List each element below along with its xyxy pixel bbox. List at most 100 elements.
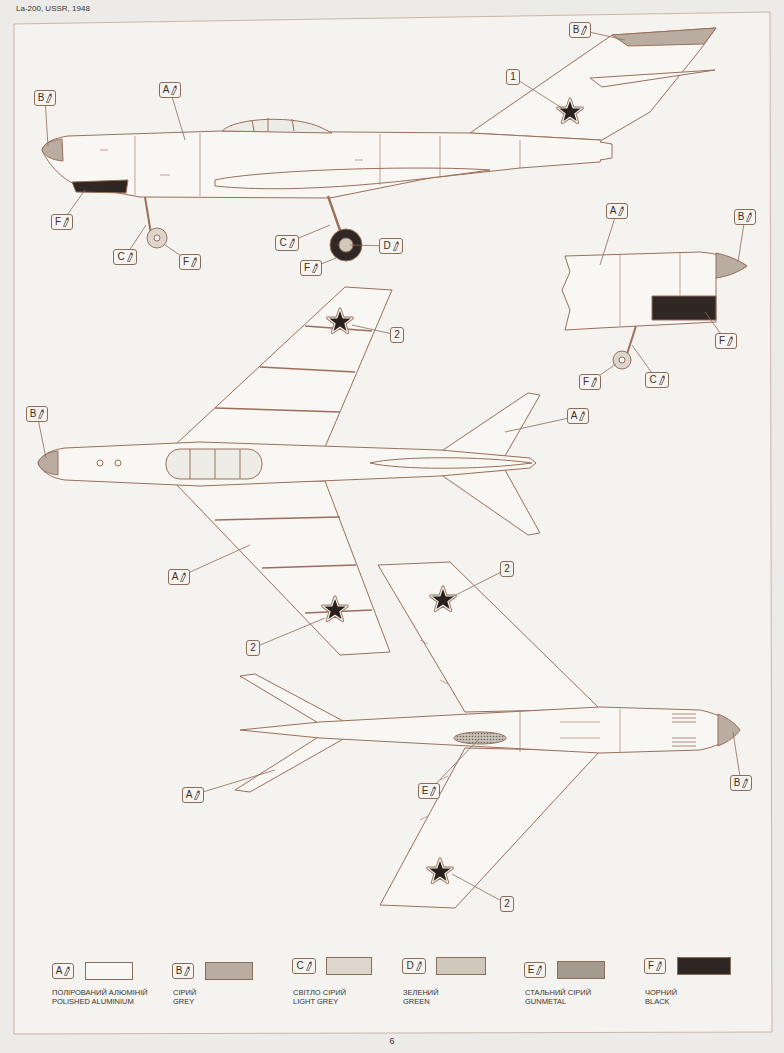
brush-icon	[172, 87, 177, 95]
brush-icon	[313, 265, 318, 273]
brush-icon	[419, 962, 421, 964]
fin-top	[370, 458, 532, 469]
brush-icon	[126, 252, 133, 262]
nose-wheel	[613, 351, 631, 369]
side-view	[42, 28, 716, 261]
callout-text: F	[55, 216, 61, 228]
brush-icon	[181, 574, 186, 582]
paint-callout: A	[567, 408, 590, 424]
brush-icon	[730, 337, 732, 339]
front-fuselage	[562, 252, 747, 330]
callout-text: 1	[510, 71, 516, 83]
color-swatch	[557, 961, 605, 979]
brush-icon	[194, 258, 196, 260]
callout-text: A	[571, 410, 578, 422]
brush-icon	[745, 212, 752, 222]
legend-text: ПОЛІРОВАНИЙ АЛЮМІНІЙ POLISHED ALUMINIUM	[52, 988, 164, 1006]
brush-icon	[416, 963, 421, 971]
brush-icon	[47, 95, 52, 103]
brush-icon	[288, 238, 295, 248]
legend-text: СТАЛЬНИЙ СІРИЙ GUNMETAL	[525, 988, 607, 1006]
panel-lines	[620, 252, 680, 326]
paint-callout: F	[579, 374, 601, 390]
callout-text: A	[172, 571, 179, 583]
nose-cone	[42, 139, 63, 161]
brush-icon	[37, 409, 44, 419]
brush-icon	[746, 779, 748, 781]
nose-gear-leg	[145, 197, 151, 234]
callout-text: F	[183, 256, 189, 268]
paint-callout: F	[179, 254, 201, 270]
paint-callout: A	[606, 203, 629, 219]
brush-icon	[662, 376, 664, 378]
callout-text: A	[186, 789, 193, 801]
paint-callout: A	[159, 82, 182, 98]
tailplane	[240, 674, 345, 724]
leader-line	[193, 770, 275, 795]
callout-text: 2	[250, 642, 256, 654]
nose-detail-view	[562, 252, 747, 369]
callout-text: F	[719, 335, 725, 347]
star-marking	[431, 587, 456, 611]
fuselage	[42, 131, 604, 198]
paint-callout: B	[172, 963, 195, 979]
page-frame	[14, 12, 772, 1034]
page-number: 6	[389, 1036, 394, 1046]
page-title: La-200, USSR, 1948	[16, 4, 90, 13]
brush-icon	[582, 27, 587, 35]
brush-icon	[655, 961, 662, 971]
leader-line	[600, 211, 617, 265]
brush-icon	[741, 778, 748, 788]
brush-icon	[127, 254, 132, 262]
brush-icon	[179, 572, 186, 582]
brush-icon	[540, 966, 542, 968]
brush-icon	[537, 967, 542, 975]
brush-icon	[309, 962, 311, 964]
brush-icon	[726, 336, 733, 346]
paint-callout: B	[734, 209, 757, 225]
panel-lines	[520, 709, 620, 752]
brush-icon	[617, 206, 624, 216]
callout-text: A	[163, 84, 170, 96]
callout-number: 2	[246, 640, 260, 656]
brush-icon	[64, 219, 69, 227]
wing-root	[215, 168, 490, 189]
vent-slots	[672, 714, 696, 746]
brush-icon	[68, 967, 70, 969]
brush-icon	[659, 962, 661, 964]
canopy-frame	[252, 118, 294, 131]
callout-text: E	[528, 964, 535, 976]
nose-cone	[718, 714, 740, 746]
nose-cone	[716, 253, 747, 278]
callout-number: 2	[500, 896, 514, 912]
color-swatch	[205, 962, 253, 980]
brush-icon	[580, 413, 585, 421]
brush-icon	[198, 791, 200, 793]
callout-text: B	[573, 24, 580, 36]
callout-number: 1	[506, 69, 520, 85]
star-marking	[428, 859, 453, 883]
star-marking	[328, 309, 353, 333]
paint-callout: A	[168, 569, 191, 585]
callout-text: B	[738, 211, 745, 223]
brush-icon	[743, 780, 748, 788]
panel-details	[100, 150, 363, 175]
brush-icon	[184, 573, 186, 575]
tailplane	[440, 470, 540, 535]
brush-icon	[659, 377, 664, 385]
paint-callout: A	[52, 963, 75, 979]
brush-icon	[193, 790, 200, 800]
canopy	[222, 119, 332, 133]
callout-text: A	[610, 205, 617, 217]
color-swatch	[436, 957, 486, 975]
brush-icon	[311, 263, 318, 273]
wing	[175, 287, 392, 447]
star-marking	[323, 597, 348, 621]
brush-icon	[592, 379, 597, 387]
brush-icon	[188, 967, 190, 969]
callout-text: F	[648, 960, 654, 972]
brush-icon	[62, 217, 69, 227]
brush-icon	[392, 241, 399, 251]
canopy-frame	[190, 449, 240, 479]
